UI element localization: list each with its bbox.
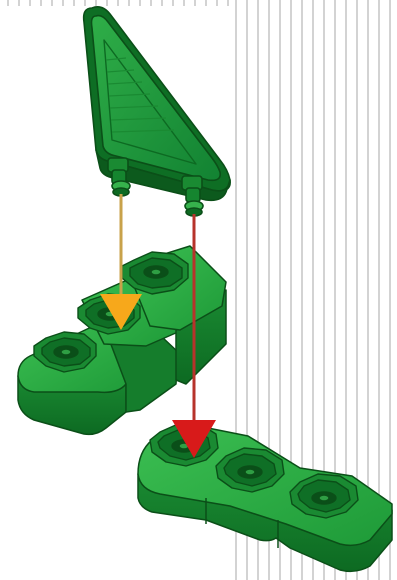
sign-connector-left — [108, 158, 130, 196]
sign-connector-right — [182, 176, 203, 216]
triangular-sign-panel — [84, 7, 231, 216]
